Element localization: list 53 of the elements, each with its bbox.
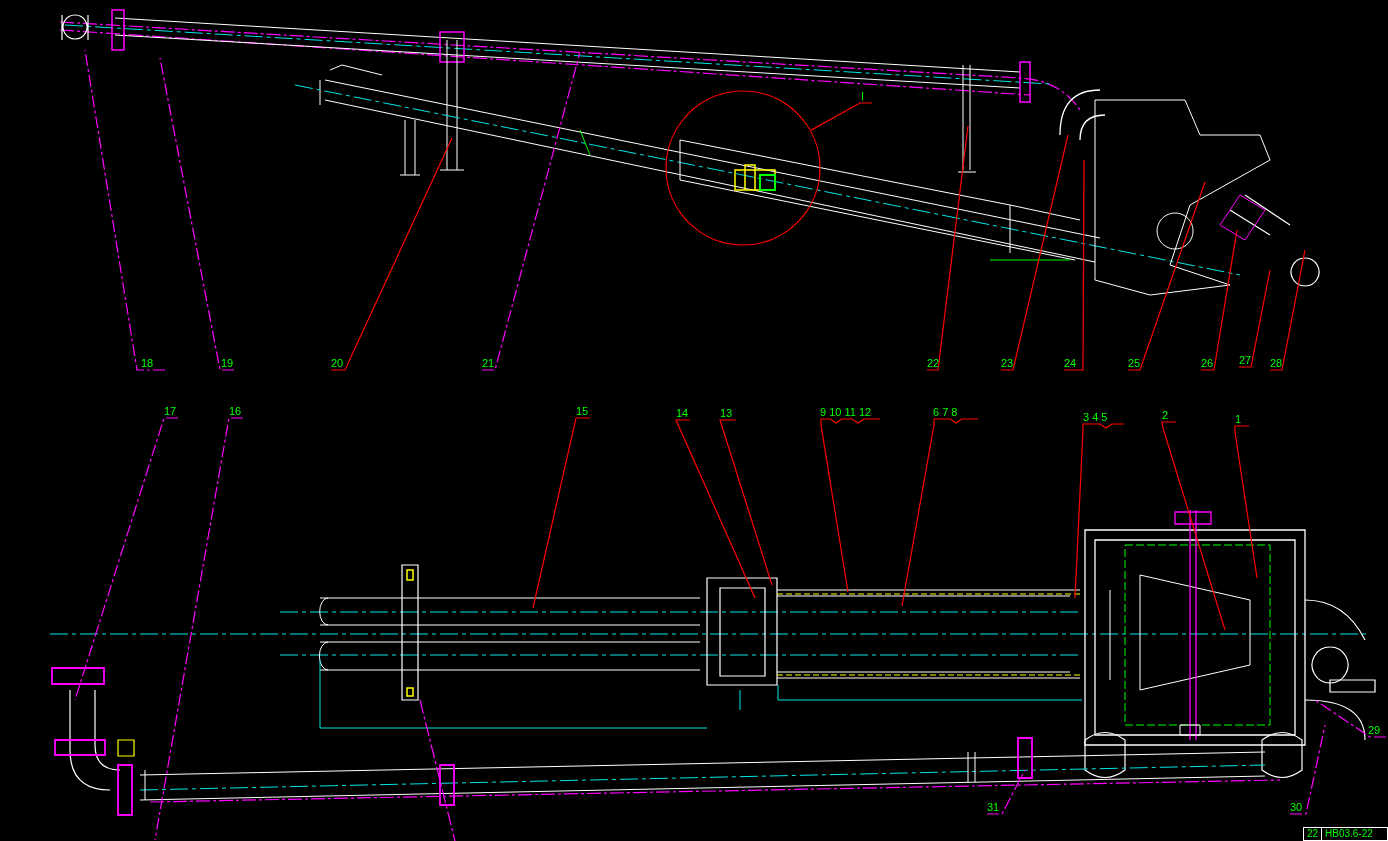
leader-line [330, 137, 453, 371]
callout-number: 23 [1001, 357, 1014, 370]
callout-number: 21 [482, 357, 495, 370]
callout-number: 15 [576, 405, 589, 418]
leader-line [926, 125, 969, 371]
leader-line [810, 102, 873, 131]
title-block-cell: HB03.6-22 [1321, 827, 1388, 841]
callout-number: 1 [1235, 413, 1242, 426]
callout-number: 14 [676, 407, 689, 420]
callout-number: 17 [164, 405, 177, 418]
leader-line [820, 418, 881, 593]
leader-line [74, 417, 179, 701]
callout-number: 9 10 11 12 [820, 406, 872, 419]
callout-number: 28 [1270, 357, 1283, 370]
callout-number: I [861, 90, 865, 103]
callout-number: 18 [141, 357, 154, 370]
callout-number: 16 [229, 405, 242, 418]
callout-number: 29 [1368, 724, 1381, 737]
callout-number: 26 [1201, 357, 1214, 370]
leader-line [481, 51, 581, 371]
callout-number: 3 4 5 [1083, 411, 1108, 424]
callout-number: 13 [720, 407, 733, 420]
leader-line [1200, 229, 1238, 371]
callout-number: 27 [1239, 354, 1252, 367]
leader-line [1314, 699, 1387, 738]
leader-line [1161, 421, 1226, 631]
leader-line [1074, 423, 1125, 599]
leader-line [1289, 724, 1326, 815]
callout-number: 25 [1128, 357, 1141, 370]
callout-number: 30 [1290, 801, 1303, 814]
leader-line [1269, 249, 1306, 371]
callout-number: 20 [331, 357, 344, 370]
detail-circle [665, 90, 821, 246]
leader-line [532, 417, 591, 609]
leader-line [1238, 269, 1271, 368]
leader-line [1063, 159, 1085, 371]
callout-number: 31 [987, 801, 1000, 814]
callout-number: 22 [927, 357, 940, 370]
title-block-cell: 22 [1303, 827, 1323, 841]
leader-line [986, 769, 1026, 815]
leader-line [901, 418, 979, 607]
leader-line [719, 419, 773, 586]
leader-line [159, 57, 235, 371]
callout-number: 24 [1064, 357, 1077, 370]
callout-number: 2 [1162, 409, 1169, 422]
leader-line [84, 49, 166, 371]
callout-number: 19 [221, 357, 234, 370]
leader-line [1000, 134, 1069, 371]
leader-line [675, 419, 756, 599]
leader-line [1127, 181, 1206, 371]
leader-line [154, 417, 244, 841]
callout-number: 6 7 8 [933, 406, 958, 419]
leader-line [1234, 425, 1258, 579]
